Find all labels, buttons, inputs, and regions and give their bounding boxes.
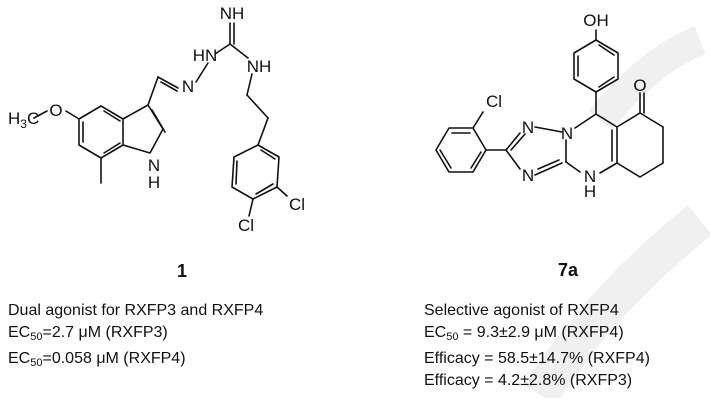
compound-1-ec50-rxfp3: EC50=2.7 μM (RXFP3) — [8, 324, 168, 343]
compound-7a-structure: OH Cl O N N N N H 7a — [435, 11, 664, 280]
compound-1-label: 1 — [177, 261, 187, 281]
atom-amine-n: N — [584, 167, 596, 186]
atom-indole-n: N — [148, 156, 160, 175]
atom-indole-h: H — [148, 173, 160, 192]
compound-7a-description: Selective agonist of RXFP4 EC50 = 9.3±2.… — [424, 300, 650, 392]
methoxy-group: H3C — [8, 109, 39, 131]
compound-7a-ec50: EC50 = 9.3±2.9 μM (RXFP4) — [424, 324, 624, 343]
atom-bridge-n: N — [561, 124, 573, 143]
indole-pyrrole-ring — [122, 104, 164, 154]
atom-methoxy-o: O — [49, 101, 62, 120]
chlorophenyl-ring — [435, 127, 487, 173]
dichlorophenyl-ring — [231, 144, 280, 200]
atom-oh: OH — [583, 11, 609, 30]
atom-cl-para: Cl — [238, 216, 254, 235]
atom-amine-h: H — [584, 182, 596, 201]
compound-7a-line-1: Selective agonist of RXFP4 — [424, 302, 619, 319]
watermark — [523, 26, 710, 403]
atom-triazole-n-top: N — [522, 118, 534, 137]
atom-cl-meta: Cl — [289, 195, 305, 214]
phenol-ring — [573, 39, 619, 93]
atom-cl: Cl — [486, 92, 502, 111]
compound-1-ec50-rxfp4: EC50=0.058 μM (RXFP4) — [8, 350, 186, 369]
compound-1-structure: NH HN NH N N H H3C O Cl Cl 1 — [8, 4, 305, 281]
compound-1-description: Dual agonist for RXFP3 and RXFP4 EC50=2.… — [8, 300, 263, 374]
atom-azo-n: N — [182, 77, 194, 96]
atom-ketone-o: O — [633, 76, 646, 95]
atom-hydrazide-hn: HN — [193, 46, 218, 65]
indole-benzene-ring — [78, 105, 124, 159]
compound-7a-efficacy-rxfp4: Efficacy = 58.5±14.7% (RXFP4) — [424, 350, 650, 367]
atom-amine-nh: NH — [247, 57, 272, 76]
atom-triazole-n-bottom: N — [522, 166, 534, 185]
compound-7a-efficacy-rxfp3: Efficacy = 4.2±2.8% (RXFP3) — [424, 372, 633, 389]
compound-1-line-1: Dual agonist for RXFP3 and RXFP4 — [8, 302, 264, 319]
atom-imine-nh: NH — [220, 4, 245, 23]
compound-7a-label: 7a — [558, 260, 579, 280]
